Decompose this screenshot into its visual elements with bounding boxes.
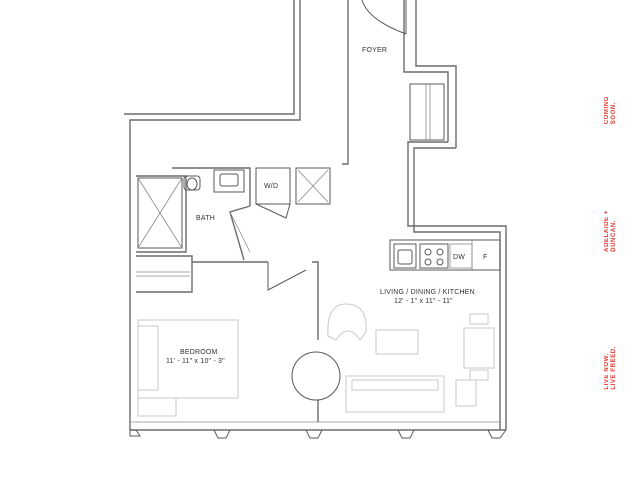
living-furniture bbox=[327, 303, 495, 413]
location-line-2: DUNCAN. bbox=[611, 219, 617, 252]
location-tag: ADELAIDE + DUNCAN. bbox=[604, 210, 618, 252]
bedroom-furniture bbox=[137, 319, 341, 417]
living-room-dimensions: 12' - 1" x 11" - 11" bbox=[394, 298, 453, 305]
living-room-label: LIVING / DINING / KITCHEN bbox=[380, 289, 475, 296]
bath-room bbox=[136, 167, 251, 261]
entry-door bbox=[361, 0, 407, 35]
location-line-1: ADELAIDE + bbox=[604, 210, 610, 252]
coming-soon-tag: COMING SOON. bbox=[604, 96, 618, 124]
tagline-line-2: LIVE FREED. bbox=[611, 346, 617, 390]
tagline-line-1: LIVE NOW. bbox=[604, 353, 610, 390]
window-mullions bbox=[129, 429, 507, 439]
dw-label: DW bbox=[453, 254, 465, 261]
coming-soon-line-1: COMING bbox=[604, 96, 610, 125]
foyer-label: FOYER bbox=[362, 47, 387, 54]
fridge-label: F bbox=[483, 254, 487, 261]
foyer-closet bbox=[409, 83, 445, 141]
bath-label: BATH bbox=[196, 215, 215, 222]
exterior-walls bbox=[124, 0, 507, 431]
kitchen bbox=[389, 239, 501, 271]
bedroom-closet bbox=[136, 255, 193, 293]
bedroom-label: BEDROOM bbox=[180, 349, 218, 356]
laundry-closet bbox=[255, 167, 331, 219]
bedroom-walls bbox=[192, 261, 319, 422]
tagline-tag: LIVE NOW. LIVE FREED. bbox=[604, 346, 618, 390]
wd-label: W/D bbox=[264, 183, 278, 190]
bedroom-dimensions: 11' - 11" x 10" - 3" bbox=[166, 358, 225, 365]
coming-soon-line-2: SOON. bbox=[611, 101, 617, 125]
